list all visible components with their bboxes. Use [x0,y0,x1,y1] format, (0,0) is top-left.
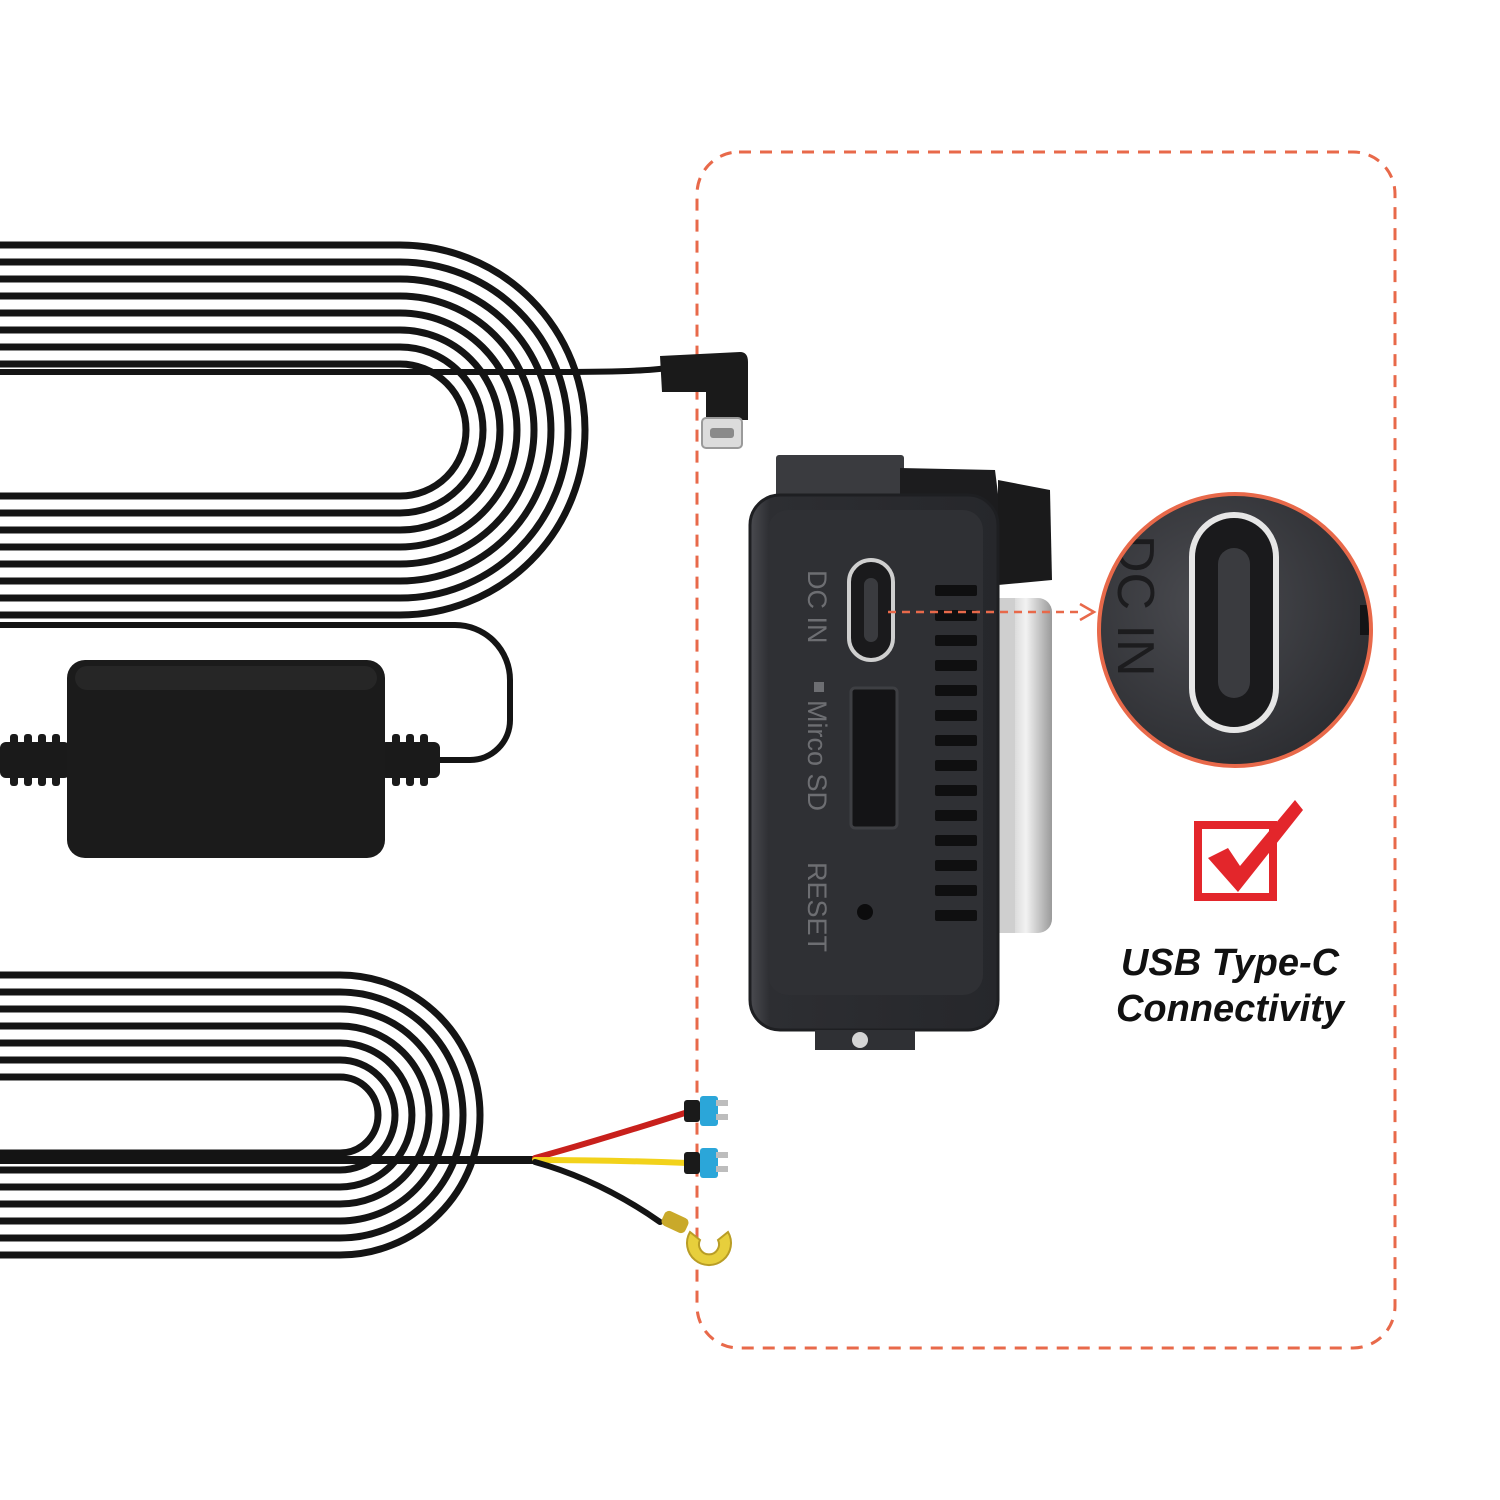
usb-c-port [847,558,895,662]
callout-line-2: Connectivity [1115,988,1345,1030]
vent-slots [935,585,977,921]
fuse-tap-yellow [684,1148,728,1178]
callout-line-1: USB Type-C [1120,942,1340,984]
right-strain-relief [380,734,440,786]
feature-callout: USB Type-C Connectivity [1080,940,1380,1032]
micro-sd-label: Mirco SD [802,700,832,811]
port-label-dc-in: DC IN [802,570,832,644]
usb-c-angled-plug [660,352,748,449]
micro-sd-slot [849,686,899,830]
upper-cable-coil [0,241,589,619]
dash-cam-device: DC IN Mirco SD RESET [748,455,1052,1050]
wire-split [532,1109,691,1225]
box-cable [0,622,513,763]
zoom-port-label: DC IN [1106,535,1164,677]
usb-c-lead-cable [0,365,669,375]
reset-hole [857,904,873,920]
reset-label: RESET [802,862,832,952]
lower-cable-coil [0,971,484,1259]
dashed-frame [695,150,1397,1350]
fuse-tap-red [684,1096,728,1126]
left-strain-relief [0,734,70,786]
hardwire-converter-box [67,660,385,858]
zoom-lens-circle: DC IN [1097,492,1373,768]
ground-ring-terminal [661,1210,732,1267]
zoom-pointer [888,602,1097,622]
checkbox-check-icon [1194,800,1303,901]
